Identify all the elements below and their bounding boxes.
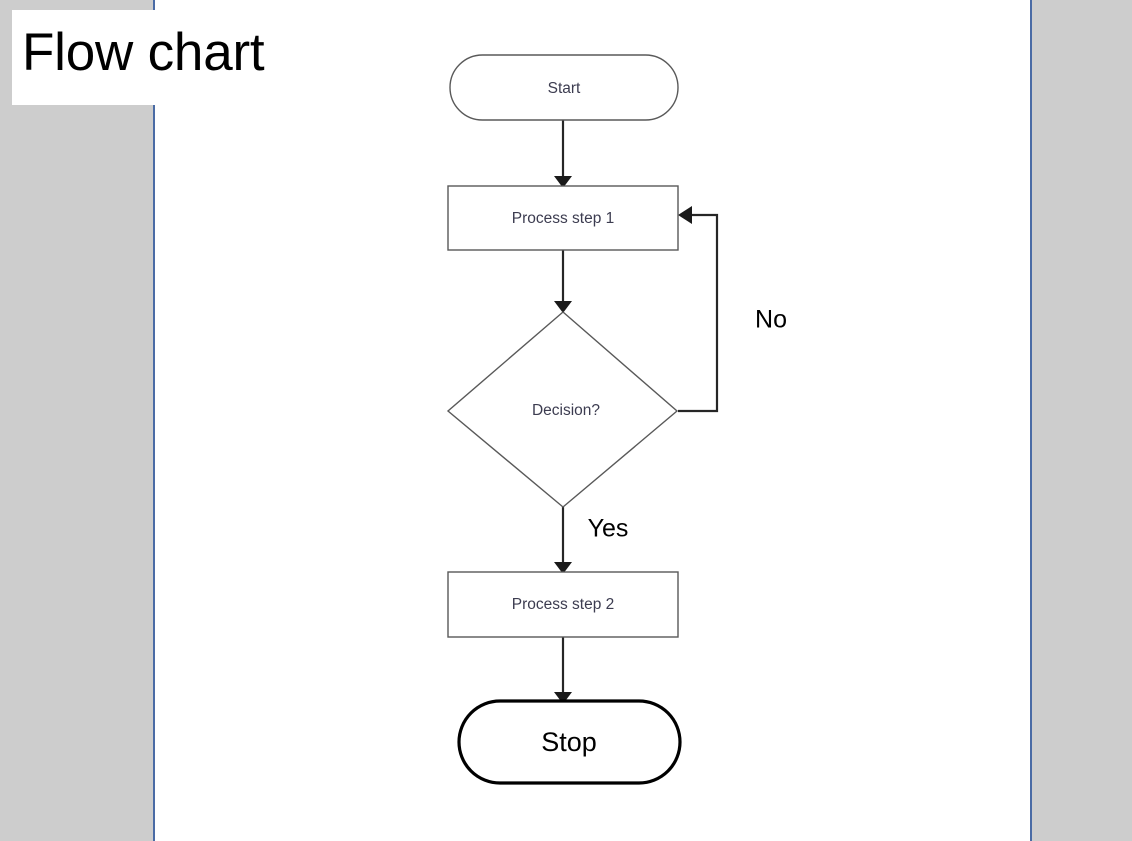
flowchart-node-process-step-1[interactable]: Process step 1 <box>447 185 679 251</box>
flowchart-node-stop-label: Stop <box>541 727 597 757</box>
left-margin-rule <box>153 0 155 841</box>
edge-decision-yes-to-process2 <box>554 507 572 574</box>
edge-process2-to-stop <box>554 637 572 704</box>
edge-process1-to-decision <box>554 250 572 313</box>
flowchart-node-start-label: Start <box>548 80 581 97</box>
flowchart-node-stop[interactable]: Stop <box>457 699 682 785</box>
title-placeholder-background <box>12 10 156 105</box>
edge-label-no: No <box>755 306 787 334</box>
right-page-gutter <box>1032 0 1132 841</box>
edge-label-yes: Yes <box>588 515 629 543</box>
page-title: Flow chart <box>22 23 265 82</box>
flowchart-node-process-step-2-label: Process step 2 <box>512 596 615 613</box>
flowchart-node-decision[interactable]: Decision? <box>446 311 679 508</box>
edge-start-to-process1 <box>554 120 572 188</box>
edge-decision-no-loop-to-process1 <box>678 206 719 413</box>
flowchart-node-decision-label: Decision? <box>532 402 600 419</box>
flowchart-node-start[interactable]: Start <box>449 54 679 121</box>
flowchart-node-process-step-2[interactable]: Process step 2 <box>447 571 679 638</box>
right-margin-rule <box>1030 0 1032 841</box>
left-page-gutter <box>0 0 153 841</box>
flowchart-node-process-step-1-label: Process step 1 <box>512 210 615 227</box>
